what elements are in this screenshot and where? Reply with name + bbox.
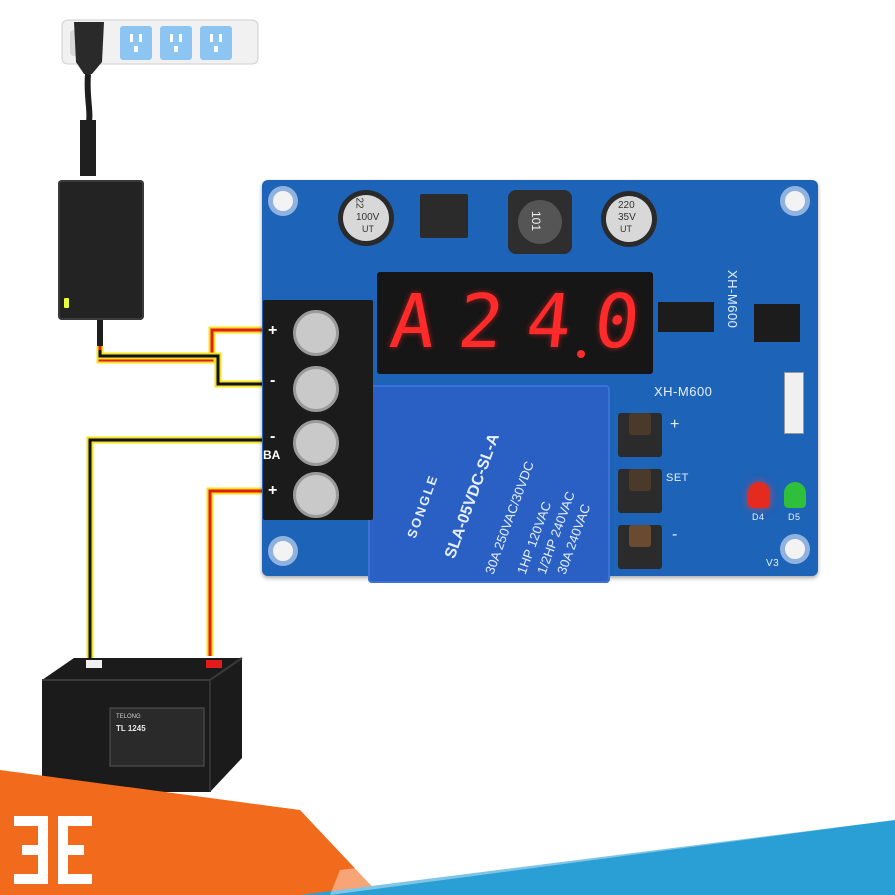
relay-brand: SONGLE (404, 472, 441, 541)
battery-body (42, 657, 243, 792)
version-label: V3 (766, 558, 780, 569)
terminal-block (263, 300, 373, 520)
bottom-banner (0, 770, 895, 895)
terminal-label-battery: BA (263, 448, 281, 462)
led-display: A 2 4 0 (377, 272, 653, 374)
mount-hole (780, 186, 810, 216)
mount-hole (268, 536, 298, 566)
battery-positive-wire (208, 489, 276, 656)
brand-logo-mark (14, 816, 92, 884)
inductor: 101 (508, 190, 572, 254)
voltage-regulator (420, 194, 468, 238)
button-set-label: SET (666, 472, 689, 484)
capacitor-right-brand: UT (620, 224, 632, 234)
button-minus-label: - (672, 526, 678, 543)
led-red (748, 482, 770, 508)
led-red-label: D4 (752, 512, 765, 522)
display-digit: 2 (454, 279, 508, 365)
terminal-label-battery-negative: - (270, 428, 276, 445)
button-plus-label: + (670, 416, 680, 433)
battery: TELONG TL 1245 (34, 650, 244, 800)
capacitor-left-voltage: 100V (356, 212, 380, 223)
display-digit: A (386, 279, 440, 365)
power-adapter (58, 180, 144, 320)
mount-hole (268, 186, 298, 216)
terminal-label-charger-negative: - (270, 372, 276, 389)
battery-model: TL 1245 (116, 724, 146, 733)
pin-header (784, 372, 804, 434)
display-digit: 0 (590, 279, 644, 365)
display-decimal-point (577, 350, 585, 358)
capacitor-right-voltage: 35V (618, 212, 636, 223)
ic-chip (658, 302, 714, 332)
button-minus[interactable] (618, 514, 662, 569)
ac-plug (74, 22, 104, 74)
ic-chip (754, 304, 800, 342)
brand-logo (12, 812, 96, 888)
button-plus[interactable] (618, 402, 662, 457)
terminal-screw[interactable] (293, 366, 339, 412)
battery-negative-wire (88, 438, 276, 664)
adapter-led (64, 298, 69, 308)
capacitor-left-value: 22 (353, 197, 365, 209)
button-set[interactable] (618, 458, 662, 513)
capacitor-right: 220 35V UT (596, 186, 662, 252)
capacitor-left: 22 100V UT (320, 184, 406, 254)
display-digit: 4 (522, 279, 576, 365)
charger-negative-wire (98, 350, 276, 386)
battery-brand: TELONG (116, 714, 141, 720)
led-green-label: D5 (788, 512, 801, 522)
mount-hole (780, 534, 810, 564)
terminal-label-charger-positive: + (268, 322, 278, 339)
led-green (784, 482, 806, 508)
capacitor-left-brand: UT (362, 224, 374, 234)
board-label-top: XH-M600 (725, 270, 740, 329)
terminal-label-battery-positive: + (268, 482, 278, 499)
terminal-screw[interactable] (293, 310, 339, 356)
board-label-mid: XH-M600 (654, 384, 713, 399)
terminal-screw[interactable] (293, 472, 339, 518)
terminal-screw[interactable] (293, 420, 339, 466)
relay: SONGLE SLA-05VDC-SL-A 30A 250VAC/30VDC 1… (368, 385, 610, 583)
capacitor-right-value: 220 (618, 200, 635, 211)
inductor-code: 101 (529, 210, 544, 232)
